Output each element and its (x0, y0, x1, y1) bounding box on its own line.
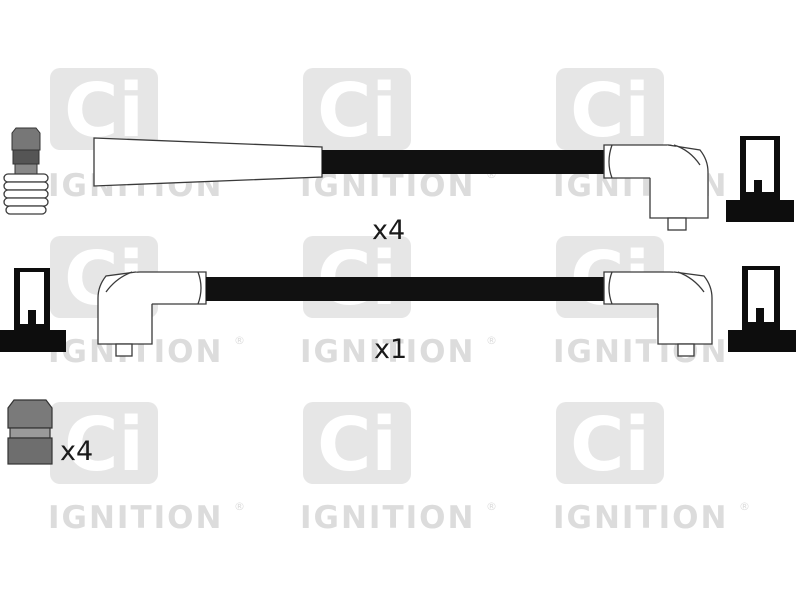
watermark-tile: Ci (556, 68, 664, 154)
watermark-registered: ® (234, 500, 245, 513)
lead-cable (322, 150, 604, 174)
coil-terminal-icon (728, 266, 796, 352)
ci-logo-text: Ci (317, 68, 397, 154)
watermark-brand: IGNITION (553, 500, 728, 536)
watermark-brand: IGNITION (300, 334, 475, 370)
coil-terminal-icon (0, 268, 66, 352)
straight-boot-icon (93, 137, 323, 187)
ci-logo-icon (556, 68, 664, 150)
watermark-tile: Ci (303, 402, 411, 488)
watermark-registered: ® (486, 334, 497, 347)
watermark-registered: ® (739, 500, 750, 513)
watermark-brand: IGNITION (48, 500, 223, 536)
watermark-registered: ® (486, 168, 497, 181)
ci-logo-icon (50, 402, 158, 484)
ci-logo-icon (50, 68, 158, 150)
watermark-tile: Ci (303, 68, 411, 154)
ci-logo-text: Ci (317, 402, 397, 488)
watermark-brand: IGNITION (300, 500, 475, 536)
watermark-tile: Ci (556, 402, 664, 488)
watermark-registered: ® (486, 500, 497, 513)
angled-boot-icon (97, 271, 207, 357)
watermark-tile: Ci (50, 402, 158, 488)
lead-cable (206, 277, 604, 301)
ci-logo-icon (303, 68, 411, 150)
quantity-label-coil-lead: x1 (374, 334, 407, 365)
lead-long (93, 137, 709, 231)
angled-boot-icon (603, 144, 709, 231)
coil-terminal-icon (726, 136, 794, 222)
watermark-registered: ® (234, 334, 245, 347)
ci-logo-text: Ci (64, 402, 144, 488)
ci-logo-text: Ci (570, 402, 650, 488)
angled-boot-icon (603, 271, 713, 357)
ci-logo-text: Ci (570, 68, 650, 154)
ci-logo-icon (556, 402, 664, 484)
spark-plug-terminal-icon (3, 127, 49, 215)
quantity-label-long-lead: x4 (372, 215, 405, 246)
rubber-boot-icon (7, 399, 53, 465)
quantity-label-boot: x4 (60, 436, 93, 467)
lead-coil (97, 271, 713, 357)
ci-logo-icon (303, 402, 411, 484)
